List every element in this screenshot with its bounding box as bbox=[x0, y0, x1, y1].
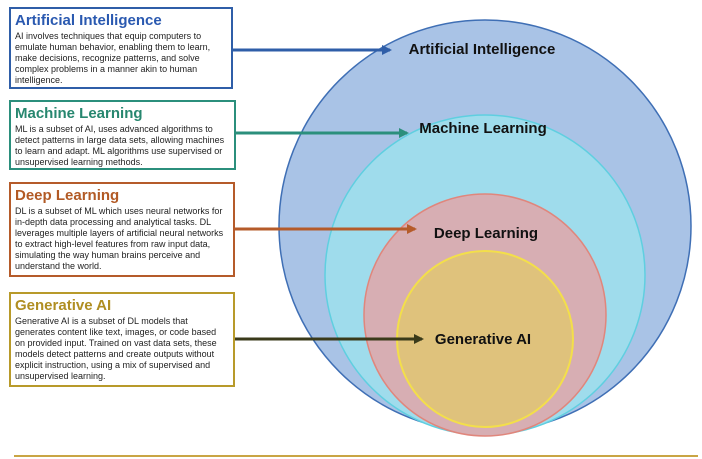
ring-label-machine-learning: Machine Learning bbox=[419, 120, 547, 137]
card-title: Artificial Intelligence bbox=[15, 12, 162, 29]
ring-label-generative-ai: Generative AI bbox=[435, 331, 531, 348]
card-title: Generative AI bbox=[15, 297, 112, 314]
card-description: DL is a subset of ML which uses neural n… bbox=[15, 206, 224, 271]
card-title: Deep Learning bbox=[15, 187, 120, 204]
ring-label-artificial-intelligence: Artificial Intelligence bbox=[409, 41, 556, 58]
card-machine-learning: Machine Learning ML is a subset of AI, u… bbox=[9, 100, 236, 170]
card-title: Machine Learning bbox=[15, 105, 143, 122]
card-description: ML is a subset of AI, uses advanced algo… bbox=[15, 124, 225, 167]
ring-label-deep-learning: Deep Learning bbox=[434, 225, 538, 242]
card-description: Generative AI is a subset of DL models t… bbox=[15, 316, 217, 381]
card-description: AI involves techniques that equip comput… bbox=[15, 31, 211, 85]
card-artificial-intelligence: Artificial Intelligence AI involves tech… bbox=[9, 7, 233, 89]
bottom-divider bbox=[14, 455, 698, 457]
card-generative-ai: Generative AI Generative AI is a subset … bbox=[9, 292, 235, 387]
card-deep-learning: Deep Learning DL is a subset of ML which… bbox=[9, 182, 235, 277]
